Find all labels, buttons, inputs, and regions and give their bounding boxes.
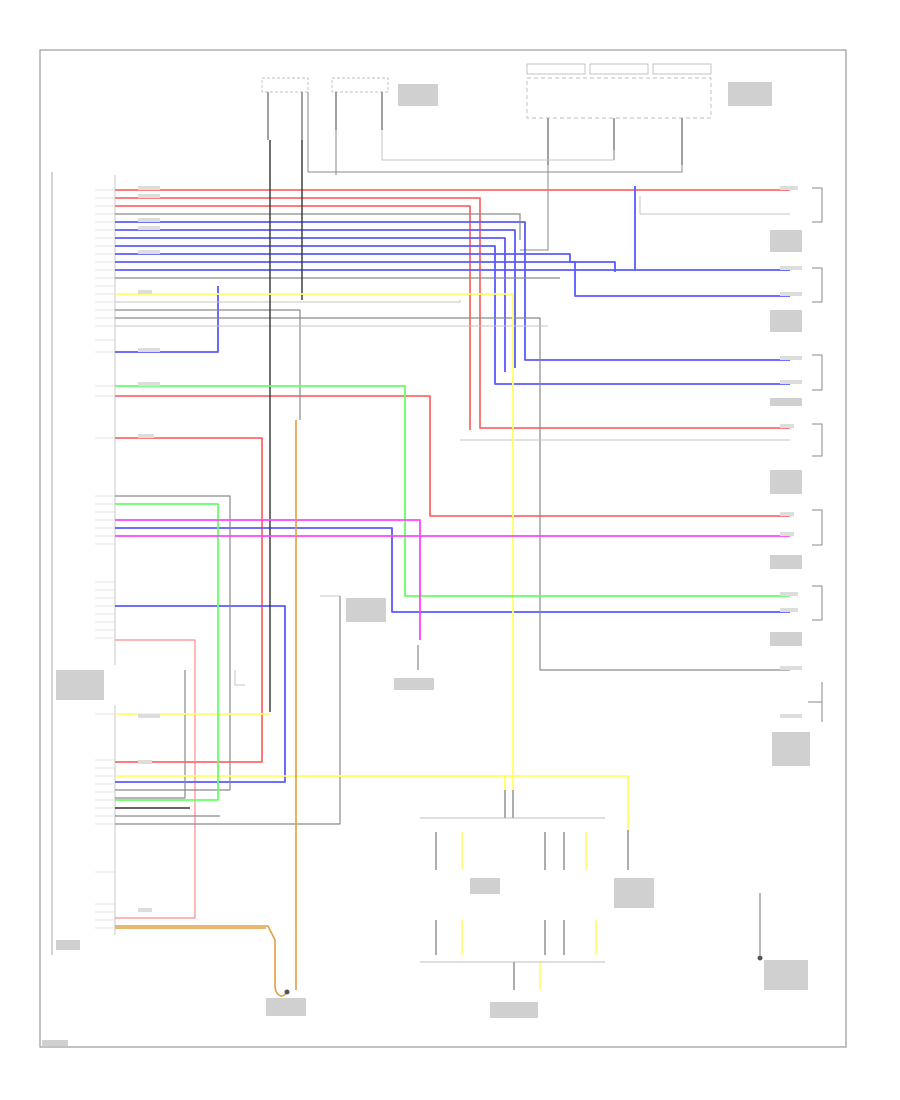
blue-wires <box>115 186 790 783</box>
ground-symbol <box>284 955 763 995</box>
diagram-frame <box>39 49 847 1048</box>
top-left-connector <box>261 77 389 140</box>
wires <box>115 140 790 997</box>
top-right-fuse-block <box>526 63 712 165</box>
top-ground-bus <box>307 92 683 251</box>
left-connector-block <box>51 172 116 955</box>
green-wires <box>115 385 790 801</box>
label-blocks <box>42 82 810 1046</box>
gray-wires <box>115 213 790 825</box>
wire-tags <box>138 186 802 912</box>
magenta-wires <box>115 519 790 640</box>
right-connectors <box>808 187 823 722</box>
yellow-wires <box>115 293 629 830</box>
red-wires <box>115 189 790 763</box>
